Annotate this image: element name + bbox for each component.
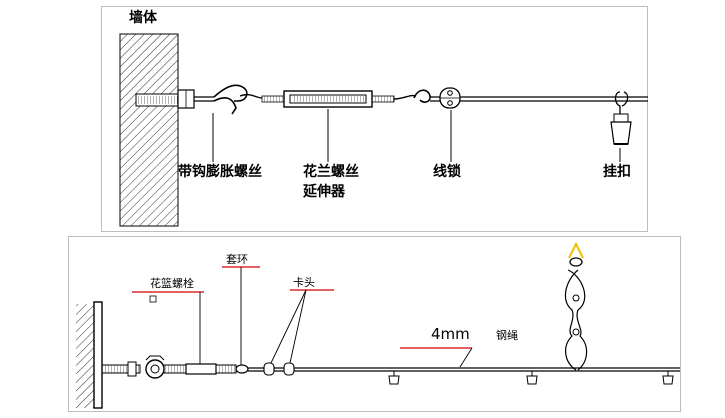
wall bbox=[119, 33, 179, 227]
turnbuckle-label: 花兰螺丝 bbox=[303, 164, 359, 180]
wall-label: 墙体 bbox=[129, 10, 157, 26]
hook-expansion-screw bbox=[135, 84, 248, 115]
wire-lock-label: 线锁 bbox=[433, 164, 461, 180]
eye-bolt bbox=[101, 355, 237, 379]
turnbuckle bbox=[239, 89, 431, 108]
turnbuckle-extender-label: 延伸器 bbox=[303, 184, 345, 200]
top-diagram-panel bbox=[101, 6, 648, 232]
top-leader-lines bbox=[212, 109, 621, 162]
bottom-wall bbox=[76, 301, 103, 409]
wire-lock bbox=[430, 87, 610, 109]
clips bbox=[248, 362, 680, 376]
hanger-label: 挂扣 bbox=[603, 164, 631, 180]
thimble-label: 套环 bbox=[226, 253, 248, 266]
hanger bbox=[610, 91, 648, 145]
suspension-cable bbox=[564, 241, 588, 371]
eye-bolt-label: 花篮螺栓 bbox=[150, 277, 194, 290]
cable-size-label: 4mm bbox=[431, 325, 470, 343]
bottom-callouts bbox=[132, 266, 473, 368]
thimble bbox=[235, 364, 249, 374]
lamp-hangers bbox=[388, 371, 674, 385]
cable-label: 钢绳 bbox=[496, 329, 518, 342]
hook-expansion-screw-label: 带钩膨胀螺丝 bbox=[178, 164, 262, 180]
clip-label: 卡头 bbox=[293, 276, 315, 289]
